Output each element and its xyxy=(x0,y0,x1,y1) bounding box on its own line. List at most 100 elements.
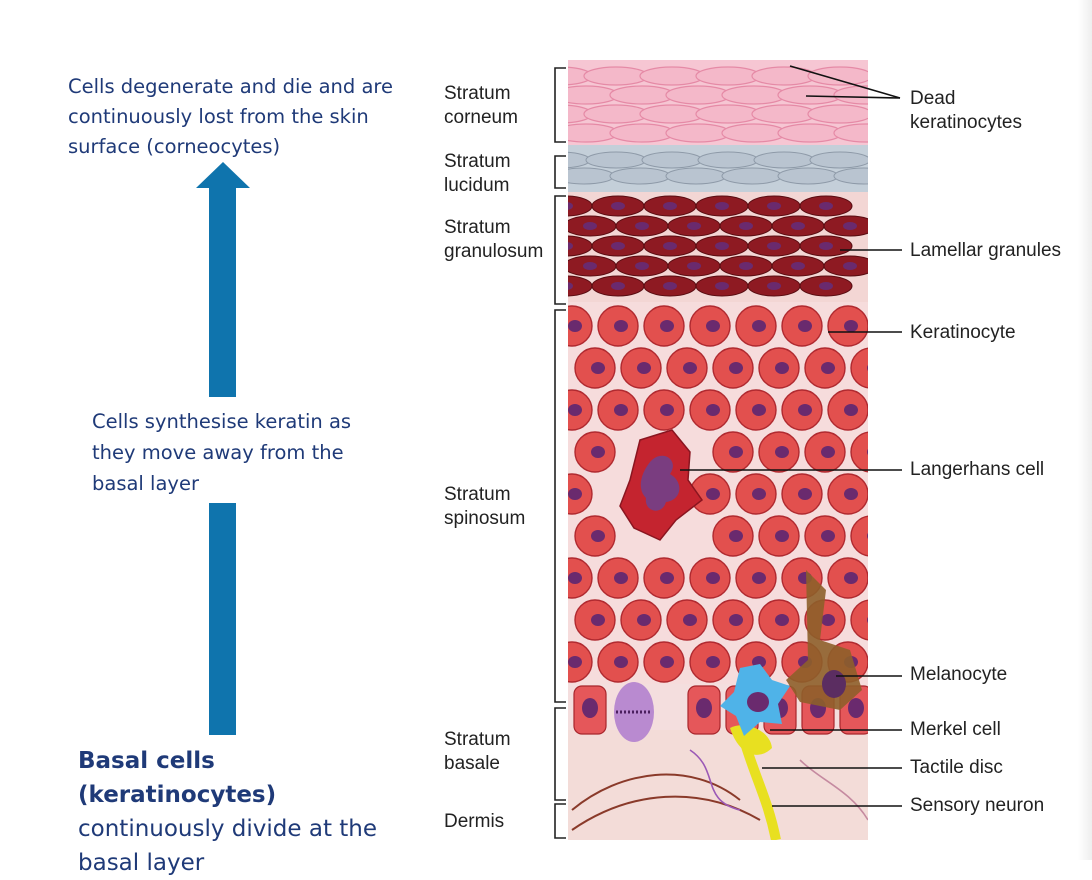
dead-keratinocyte xyxy=(639,104,705,124)
granulosum-nucleus xyxy=(611,242,625,250)
arrow-lower-shaft xyxy=(209,503,236,735)
granulosum-nucleus xyxy=(819,202,833,210)
keratinocyte-nucleus xyxy=(591,446,605,458)
dead-keratinocyte xyxy=(568,123,619,143)
granulosum-cell xyxy=(568,235,593,257)
corneum-cells xyxy=(568,66,868,143)
keratinocyte-nucleus xyxy=(660,404,674,416)
label-lamellar-granules: Lamellar granules xyxy=(910,240,1062,261)
granulosum-nucleus xyxy=(687,262,701,270)
granulosum-nucleus xyxy=(819,242,833,250)
keratinocyte-nucleus xyxy=(568,320,582,332)
lucidum-cell xyxy=(833,167,868,185)
keratinocyte-nucleus xyxy=(591,362,605,374)
keratinocyte-nucleus xyxy=(798,320,812,332)
keratinocyte-nucleus xyxy=(614,404,628,416)
keratinocyte-nucleus xyxy=(614,320,628,332)
lucidum-cell xyxy=(568,151,591,169)
keratinocyte-nucleus xyxy=(683,614,697,626)
keratinocyte-nucleus xyxy=(844,320,858,332)
epidermis-diagram xyxy=(554,60,902,840)
label-stratum-basale: Stratum basale xyxy=(444,728,511,776)
granulosum-nucleus xyxy=(568,242,573,250)
granulosum-nucleus xyxy=(767,242,781,250)
lucidum-cell xyxy=(665,167,727,185)
keratinocyte-nucleus xyxy=(775,614,789,626)
keratinocyte-nucleus xyxy=(614,572,628,584)
basal-nucleus xyxy=(582,698,598,718)
keratinocyte-nucleus xyxy=(706,404,720,416)
granulosum-cell xyxy=(568,195,593,217)
label-basale-line2: basale xyxy=(444,753,500,774)
keratinocyte-nucleus xyxy=(867,448,868,456)
arrow-up-head xyxy=(196,162,250,188)
keratinocyte-nucleus xyxy=(660,320,674,332)
arrow-upper-shaft xyxy=(209,188,236,397)
lucidum-cell xyxy=(609,167,671,185)
keratinocyte-nucleus xyxy=(775,446,789,458)
label-stratum-granulosum: Stratum granulosum xyxy=(444,216,543,264)
label-stratum-corneum: Stratum corneum xyxy=(444,82,518,130)
dead-keratinocyte xyxy=(568,85,619,105)
keratinocyte-nucleus xyxy=(844,572,858,584)
note-cells-synthesise: Cells synthesise keratin as they move aw… xyxy=(92,410,352,495)
keratinocyte-nucleus xyxy=(568,572,582,584)
keratinocyte-nucleus xyxy=(775,362,789,374)
merkel-nucleus xyxy=(747,692,769,712)
keratinocyte-nucleus xyxy=(867,616,868,624)
dead-keratinocyte xyxy=(665,123,731,143)
keratinocyte-nucleus xyxy=(706,488,720,500)
granulosum-nucleus xyxy=(583,262,597,270)
keratinocyte-nucleus xyxy=(752,488,766,500)
dead-keratinocyte xyxy=(583,66,649,86)
granulosum-nucleus xyxy=(767,202,781,210)
dead-keratinocyte xyxy=(751,66,817,86)
keratinocyte-nucleus xyxy=(706,656,720,668)
granulosum-nucleus xyxy=(663,282,677,290)
page-edge-shadow xyxy=(1078,0,1092,860)
dead-keratinocyte xyxy=(568,66,593,86)
lucidum-cell xyxy=(568,167,615,185)
label-sensory-neuron: Sensory neuron xyxy=(910,795,1045,816)
keratinocyte-nucleus xyxy=(821,530,835,542)
keratinocyte-nucleus xyxy=(683,362,697,374)
label-dermis: Dermis xyxy=(444,811,505,832)
keratinocyte-cell xyxy=(850,599,868,641)
keratinocyte-nucleus xyxy=(844,488,858,500)
keratinocyte-nucleus xyxy=(729,362,743,374)
label-corneum-line1: Stratum xyxy=(444,83,511,104)
granulosum-nucleus xyxy=(635,222,649,230)
label-dead-line2: keratinocytes xyxy=(910,112,1022,133)
layer-brackets xyxy=(554,67,566,839)
dead-keratinocyte xyxy=(833,85,868,105)
dead-keratinocyte xyxy=(721,85,787,105)
granulosum-nucleus xyxy=(843,222,857,230)
keratinocyte-nucleus xyxy=(568,404,582,416)
granulosum-nucleus xyxy=(791,262,805,270)
granulosum-nucleus xyxy=(687,222,701,230)
granulosum-nucleus xyxy=(843,262,857,270)
label-lucidum-line2: lucidum xyxy=(444,175,510,196)
keratinocyte-nucleus xyxy=(706,572,720,584)
dermis-fiber xyxy=(799,759,868,821)
note-basal-cells-bold: Basal cells (keratinocytes) xyxy=(78,748,277,808)
bracket-lucidum xyxy=(554,155,566,189)
langerhans-nucleus xyxy=(640,455,680,511)
dead-keratinocyte xyxy=(807,104,868,124)
keratinocyte-nucleus xyxy=(591,614,605,626)
bracket-dermis xyxy=(554,803,566,839)
bracket-granulosum xyxy=(554,195,566,305)
dead-keratinocyte xyxy=(583,104,649,124)
granulosum-nucleus xyxy=(663,242,677,250)
granulosum-nucleus xyxy=(568,282,573,290)
keratinocyte-nucleus xyxy=(568,488,582,500)
lucidum-cell xyxy=(777,167,839,185)
dead-keratinocyte xyxy=(721,123,787,143)
granulosum-nucleus xyxy=(715,242,729,250)
label-stratum-lucidum: Stratum lucidum xyxy=(444,150,511,198)
keratinocyte-cell xyxy=(850,515,868,557)
keratinocyte-nucleus xyxy=(729,446,743,458)
granulosum-nucleus xyxy=(791,222,805,230)
dead-keratinocyte xyxy=(777,123,843,143)
keratinocyte-nucleus xyxy=(660,572,674,584)
